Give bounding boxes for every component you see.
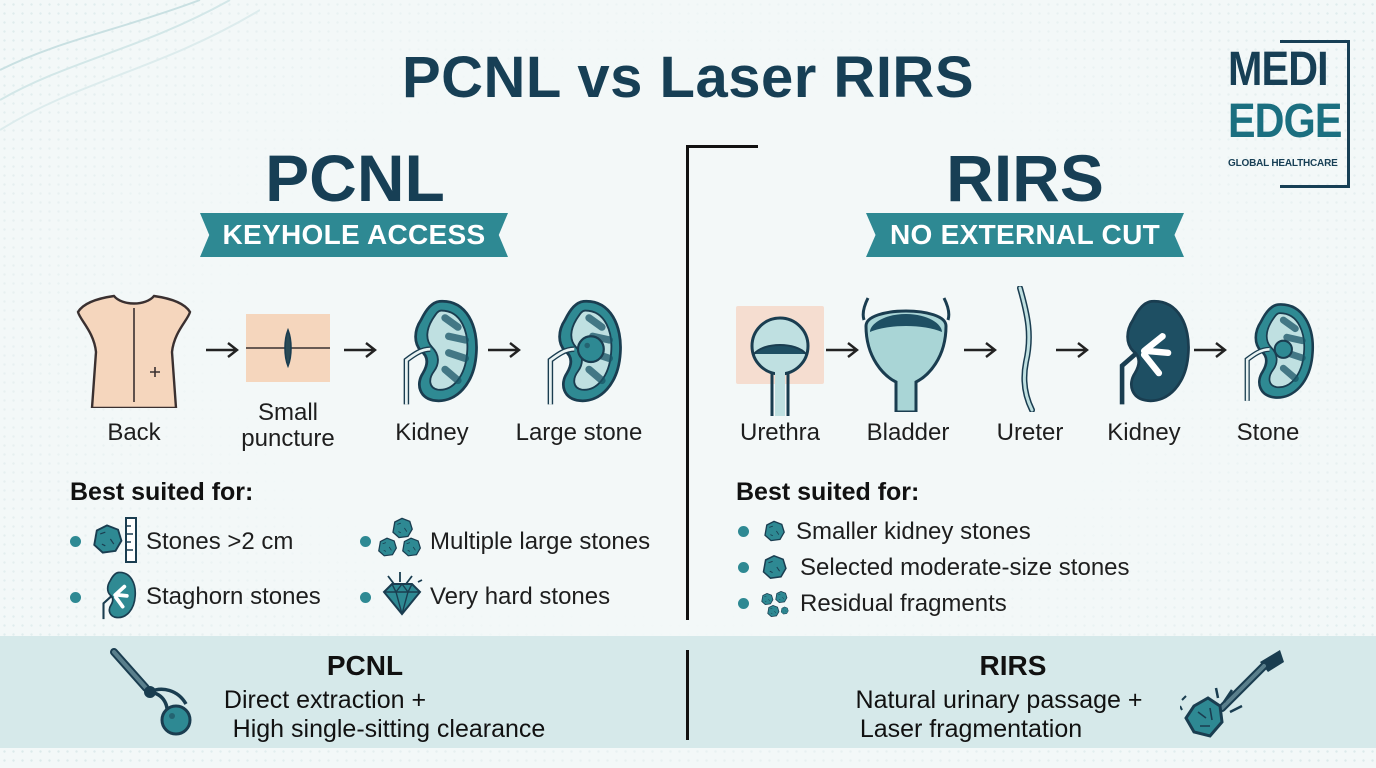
step-label-bladder: Bladder xyxy=(866,419,950,446)
logo-frame xyxy=(1280,40,1350,188)
logo-text-line1: MEDI xyxy=(1228,43,1329,96)
step-label-kidney: Kidney xyxy=(395,419,469,446)
summary-pcnl-line2: High single-sitting clearance xyxy=(232,715,546,743)
rirs-heading: RIRS xyxy=(946,141,1104,215)
logo-subtitle: GLOBAL HEALTHCARE xyxy=(1228,158,1338,169)
bullet xyxy=(70,536,81,547)
diamond-icon xyxy=(382,572,423,616)
pcnl-best-suited-title: Best suited for: xyxy=(70,478,254,506)
column-divider-cap xyxy=(686,145,758,148)
summary-pcnl-title: PCNL xyxy=(326,650,404,681)
moderate-stone-icon xyxy=(760,553,788,581)
bullet xyxy=(738,562,749,573)
arrow-icon xyxy=(206,342,239,358)
arrow-icon xyxy=(964,342,997,358)
arrow-icon xyxy=(488,342,521,358)
page-title: PCNL vs Laser RIRS xyxy=(401,45,975,110)
summary-rirs-title: RIRS xyxy=(979,650,1047,681)
pcnl-item-text: Staghorn stones xyxy=(146,583,321,610)
bladder-icon xyxy=(861,297,951,412)
staghorn-kidney-icon xyxy=(102,571,137,620)
rirs-best-suited-title: Best suited for: xyxy=(736,478,920,506)
decorative-swirl xyxy=(0,0,260,131)
bullet xyxy=(70,592,81,603)
rirs-item-text: Residual fragments xyxy=(800,590,1007,617)
rirs-item-text: Selected moderate-size stones xyxy=(800,554,1130,581)
summary-rirs-line1: Natural urinary passage + xyxy=(855,686,1143,714)
summary-divider xyxy=(686,650,689,740)
bullet xyxy=(738,526,749,537)
step-label-stone: Stone xyxy=(1236,419,1300,446)
rirs-item-text: Smaller kidney stones xyxy=(796,518,1031,545)
step-label-large-stone: Large stone xyxy=(515,419,643,446)
logo-text-line2: EDGE xyxy=(1228,95,1342,148)
step-label-ureter: Ureter xyxy=(996,419,1064,446)
step-label-small-puncture: Small puncture xyxy=(241,399,335,452)
summary-pcnl-line1: Direct extraction + xyxy=(223,686,427,714)
stone-ruler-icon xyxy=(90,517,137,563)
bullet xyxy=(360,536,371,547)
step-label-urethra: Urethra xyxy=(739,419,821,446)
step-label-back: Back xyxy=(107,419,161,446)
pcnl-item-text: Very hard stones xyxy=(430,583,611,610)
grasper-icon xyxy=(110,648,192,736)
kidney-stone-icon xyxy=(1230,290,1316,412)
laser-fiber-icon xyxy=(1180,650,1284,738)
urethra-icon xyxy=(736,306,824,416)
torso-back-icon xyxy=(76,294,192,408)
kidney-icon xyxy=(1119,299,1190,405)
pcnl-ribbon: KEYHOLE ACCESS xyxy=(200,213,508,257)
pcnl-heading: PCNL xyxy=(265,141,445,215)
arrow-icon xyxy=(1056,342,1089,358)
pcnl-item-text: Multiple large stones xyxy=(430,528,651,555)
bullet xyxy=(738,598,749,609)
stone-cluster-icon xyxy=(376,516,424,562)
step-label-kidney: Kidney xyxy=(1107,419,1181,446)
arrow-icon xyxy=(826,342,859,358)
fragments-icon xyxy=(760,590,790,618)
brand-logo: MEDI EDGE GLOBAL HEALTHCARE xyxy=(1226,40,1352,190)
kidney-large-stone-icon xyxy=(532,290,624,412)
pcnl-item-text: Stones >2 cm xyxy=(146,528,294,555)
skin-puncture-icon xyxy=(246,314,330,382)
rirs-ribbon: NO EXTERNAL CUT xyxy=(866,213,1184,257)
arrow-icon xyxy=(344,342,377,358)
arrow-icon xyxy=(1194,342,1227,358)
ureter-icon xyxy=(1017,286,1035,412)
column-divider xyxy=(686,145,689,620)
small-stone-icon xyxy=(762,519,786,543)
summary-rirs-line2: Laser fragmentation xyxy=(859,715,1083,743)
bullet xyxy=(360,592,371,603)
kidney-icon xyxy=(388,290,480,412)
